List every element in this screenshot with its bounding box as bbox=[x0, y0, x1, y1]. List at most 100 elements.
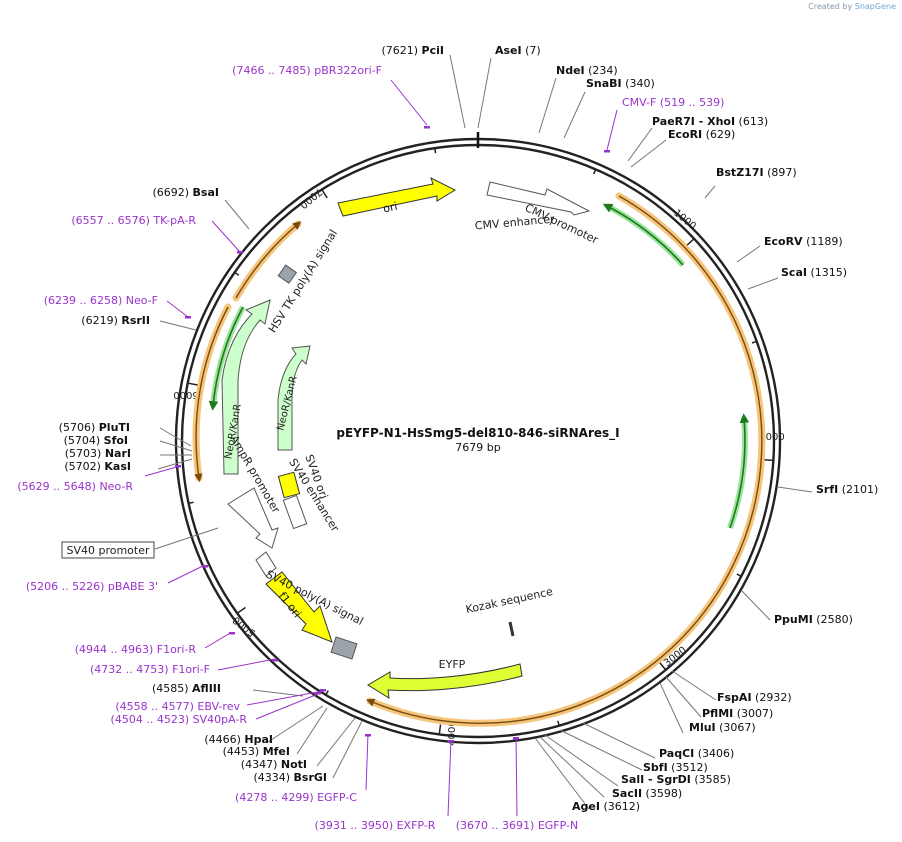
primer-range: (6557 .. 6576) bbox=[71, 214, 153, 227]
enzyme-position: (3512) bbox=[668, 761, 708, 774]
enzyme-position: (5703) bbox=[65, 447, 105, 460]
leader-line bbox=[582, 722, 656, 759]
feature-label-eyfp: EYFP bbox=[439, 658, 466, 671]
enzyme-label: (4453) MfeI bbox=[223, 745, 290, 758]
leader-line bbox=[606, 109, 618, 151]
enzyme-position: (4466) bbox=[204, 733, 244, 746]
enzyme-site-snabi: SnaBI (340) bbox=[586, 77, 655, 90]
enzyme-site-paqci: PaqCI (3406) bbox=[659, 747, 734, 760]
primer-range: (5206 .. 5226) bbox=[26, 580, 108, 593]
enzyme-label: (4347) NotI bbox=[241, 758, 307, 771]
enzyme-name: HpaI bbox=[244, 733, 273, 746]
enzyme-position: (5706) bbox=[59, 421, 99, 434]
primer-site-marker bbox=[365, 734, 371, 737]
ampr-small-arrow bbox=[255, 551, 277, 577]
tick-mark bbox=[187, 382, 198, 386]
leader-line bbox=[704, 185, 716, 199]
enzyme-label: (5704) SfoI bbox=[64, 434, 128, 447]
leader-line bbox=[671, 670, 717, 701]
primer-name: pBABE 3' bbox=[108, 580, 158, 593]
enzyme-label: MluI (3067) bbox=[689, 721, 756, 734]
leader-line bbox=[627, 127, 653, 162]
enzyme-site-bsai: (6692) BsaI bbox=[152, 186, 219, 199]
enzyme-position: (5704) bbox=[64, 434, 104, 447]
leader-line bbox=[777, 486, 813, 493]
primer-label-egfp-n: (3670 .. 3691) EGFP-N bbox=[456, 819, 578, 832]
enzyme-site-pflmi: PflMI (3007) bbox=[702, 707, 773, 720]
enzyme-label: PaeR7I - XhoI (613) bbox=[652, 115, 768, 128]
enzyme-site-scai: ScaI (1315) bbox=[781, 266, 847, 279]
yfp-green-arrow-line bbox=[729, 413, 750, 529]
leader-line bbox=[316, 717, 356, 767]
primer-site-marker bbox=[202, 565, 208, 568]
primer-site-marker bbox=[513, 737, 519, 740]
enzyme-site-sali: SalI - SgrDI (3585) bbox=[621, 773, 731, 786]
enzyme-site-nari: (5703) NarI bbox=[65, 447, 131, 460]
primer-range: (3931 .. 3950) bbox=[315, 819, 397, 832]
enzyme-name: KasI bbox=[104, 460, 131, 473]
leader-line bbox=[736, 245, 761, 263]
enzyme-site-ecori: EcoRI (629) bbox=[668, 128, 735, 141]
leader-line bbox=[255, 693, 319, 720]
leader-line bbox=[159, 440, 193, 452]
enzyme-position: (4585) bbox=[152, 682, 192, 695]
enzyme-position: (6692) bbox=[152, 186, 192, 199]
enzyme-site-ppumi: PpuMI (2580) bbox=[774, 613, 853, 626]
tick-mark bbox=[658, 661, 667, 671]
primer-label-tk-pa-r: (6557 .. 6576) TK-pA-R bbox=[71, 214, 196, 227]
enzyme-site-paer7i: PaeR7I - XhoI (613) bbox=[652, 115, 768, 128]
enzyme-position: (4334) bbox=[253, 771, 293, 784]
sv40-ori-box bbox=[277, 471, 301, 499]
enzyme-name: SalI bbox=[621, 773, 644, 786]
leader-line bbox=[159, 320, 197, 331]
tick-mark bbox=[438, 724, 442, 735]
primer-name: F1ori-F bbox=[172, 663, 210, 676]
enzyme-site-kasi: (5702) KasI bbox=[64, 460, 131, 473]
enzyme-position: (1189) bbox=[803, 235, 843, 248]
enzyme-name: PluTI bbox=[99, 421, 130, 434]
leader-line bbox=[515, 737, 518, 817]
enzyme-label: NdeI (234) bbox=[556, 64, 618, 77]
enzyme-position: (340) bbox=[622, 77, 655, 90]
primer-label-pbr322ori-f: (7466 .. 7485) pBR322ori-F bbox=[232, 64, 382, 77]
cmv-green-arrow-line bbox=[602, 203, 684, 266]
primer-label-egfp-c: (4278 .. 4299) EGFP-C bbox=[235, 791, 357, 804]
primer-range: (5629 .. 5648) bbox=[17, 480, 99, 493]
leader-line bbox=[167, 564, 206, 584]
enzyme-position: (897) bbox=[764, 166, 797, 179]
leader-line bbox=[544, 734, 619, 787]
enzyme-site-rsrii: (6219) RsrII bbox=[81, 314, 150, 327]
snapgene-logo-text: SnapGene bbox=[854, 2, 896, 11]
enzyme-label: BstZ17I (897) bbox=[716, 166, 797, 179]
enzyme-name: EcoRV bbox=[764, 235, 803, 248]
enzyme-site-srfi: SrfI (2101) bbox=[816, 483, 878, 496]
leader-line bbox=[538, 77, 557, 134]
enzyme-label: SnaBI (340) bbox=[586, 77, 655, 90]
enzyme-site-asei: AseI (7) bbox=[495, 44, 541, 57]
enzyme-label: (5706) PluTI bbox=[59, 421, 130, 434]
leader-line bbox=[252, 689, 304, 697]
enzyme-site-sfoi: (5704) SfoI bbox=[64, 434, 128, 447]
leader-line bbox=[665, 676, 702, 718]
primer-site-marker bbox=[320, 689, 326, 692]
enzyme-label: EcoRI (629) bbox=[668, 128, 735, 141]
enzyme-name: SfoI bbox=[104, 434, 128, 447]
enzyme-position: (2932) bbox=[752, 691, 792, 704]
primer-name: TK-pA-R bbox=[152, 214, 196, 227]
enzyme-site-fspai: FspAI (2932) bbox=[717, 691, 792, 704]
enzyme-label: PaqCI (3406) bbox=[659, 747, 734, 760]
tick-mark bbox=[325, 690, 329, 696]
enzyme-name: NotI bbox=[281, 758, 307, 771]
neo-cds-inner-line bbox=[235, 221, 302, 299]
enzyme-name: SnaBI bbox=[586, 77, 622, 90]
ori-feature-arrow bbox=[337, 177, 457, 217]
leader-line bbox=[747, 277, 779, 290]
leader-line bbox=[630, 139, 667, 168]
primer-site-marker bbox=[448, 740, 454, 743]
leader-line bbox=[534, 737, 590, 810]
leader-line bbox=[447, 739, 452, 817]
enzyme-label: SbfI (3512) bbox=[643, 761, 708, 774]
plasmid-size: 7679 bp bbox=[455, 441, 500, 454]
